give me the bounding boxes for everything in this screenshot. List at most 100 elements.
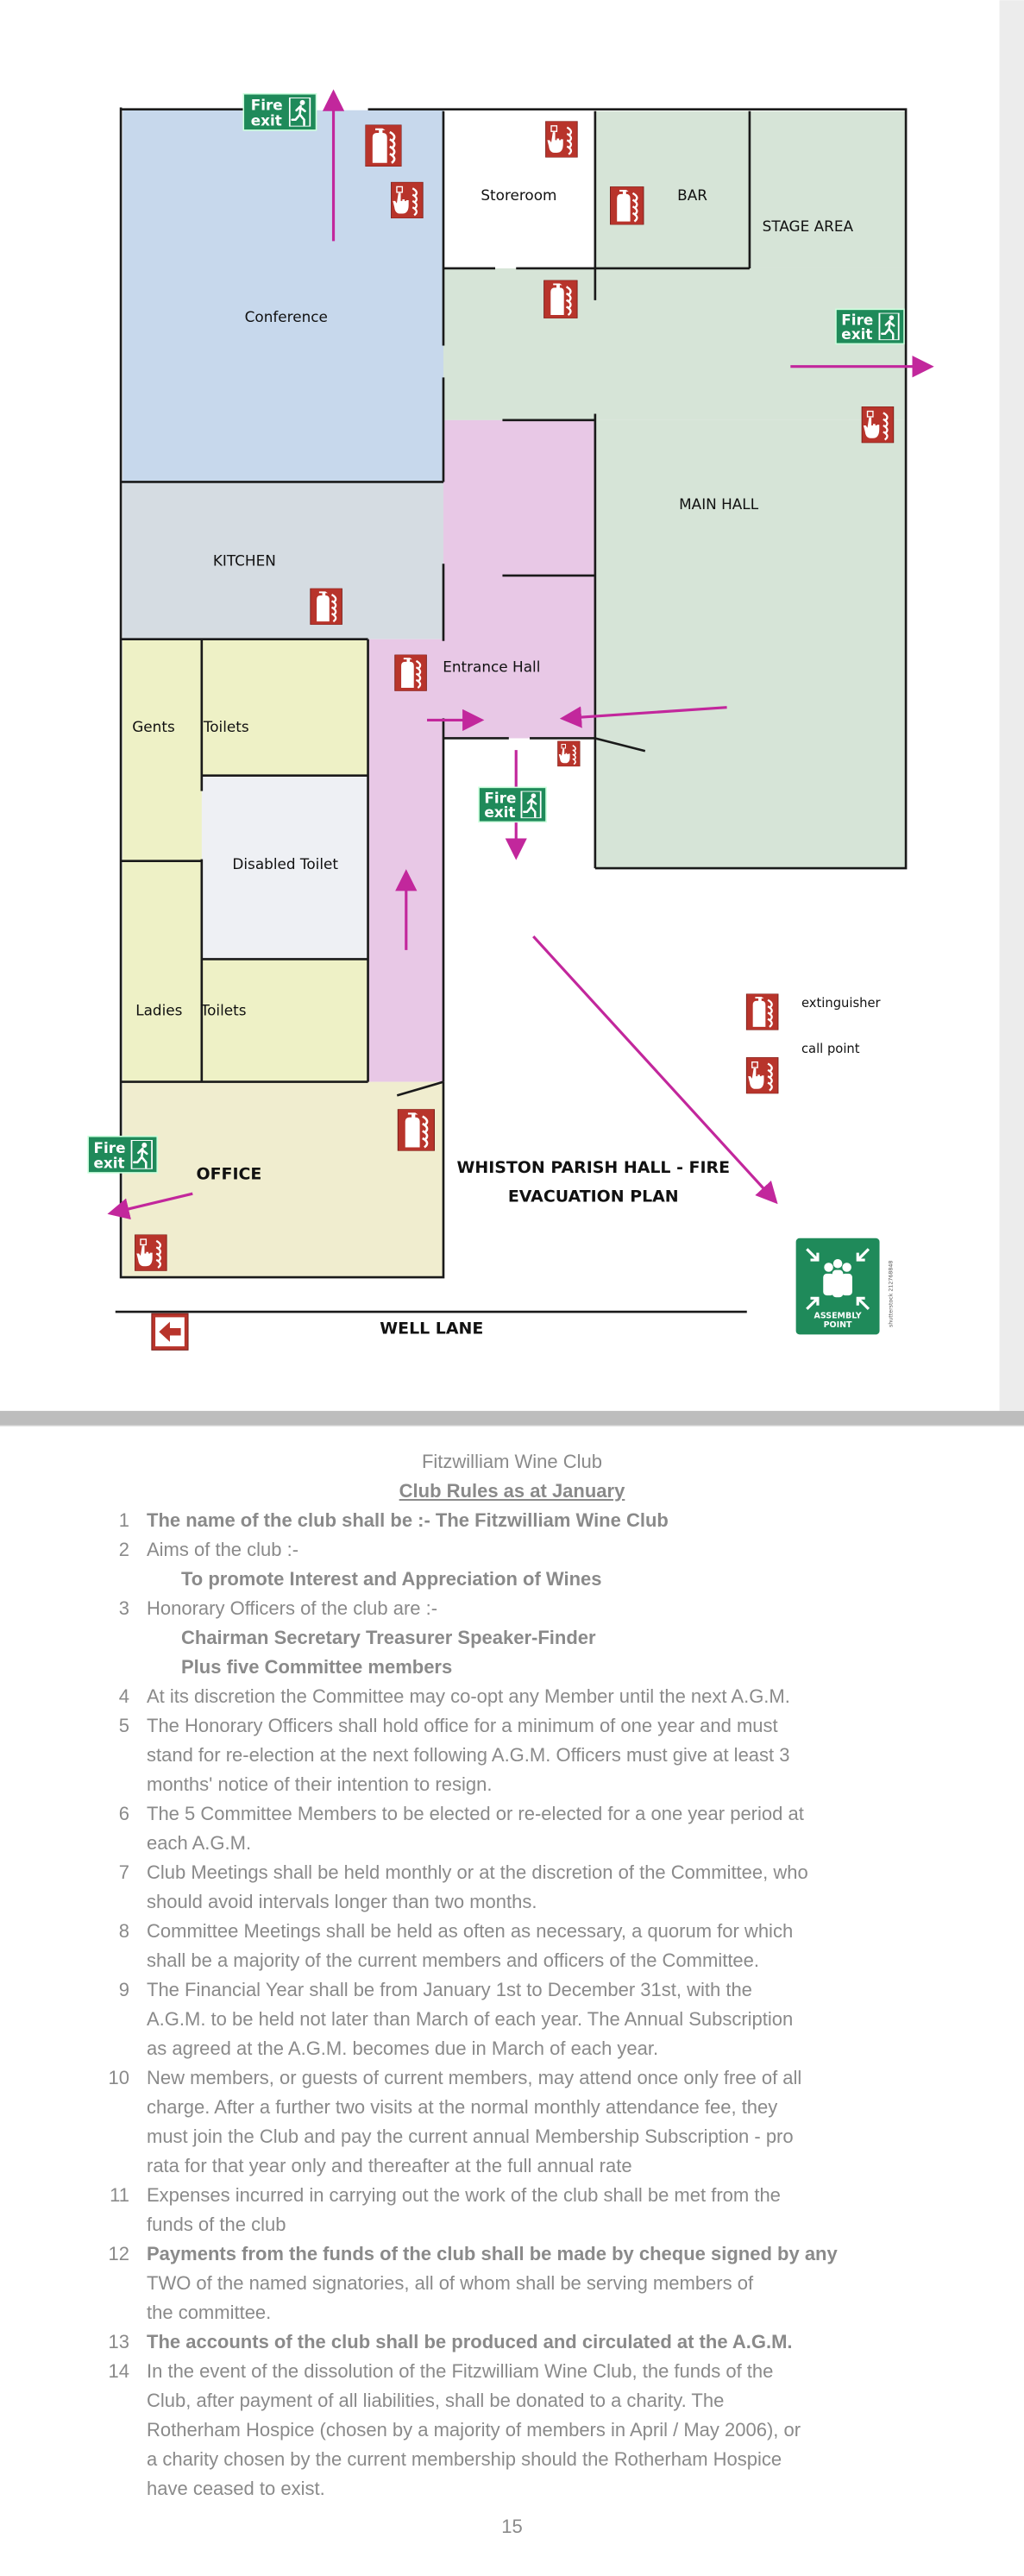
show-through-line: should avoid intervals longer than two m…	[95, 1887, 929, 1917]
show-through-rule-number: 6	[118, 1803, 129, 1824]
route-arrow	[107, 1192, 193, 1220]
fire-exit-sign: Fire exit	[478, 786, 547, 823]
show-through-rule-number: 14	[108, 2360, 129, 2382]
plan-title-line2: EVACUATION PLAN	[508, 1187, 679, 1206]
show-through-rule-number	[95, 1741, 129, 1770]
fire-extinguisher-icon	[393, 654, 428, 691]
show-through-rule-number: 1	[118, 1509, 129, 1531]
show-through-line-text: The accounts of the club shall be produc…	[147, 2331, 793, 2352]
legend-call-point-label: call point	[801, 1042, 860, 1056]
show-through-rule-number	[95, 2005, 129, 2034]
show-through-rule-number	[95, 1946, 129, 1975]
show-through-line-text: New members, or guests of current member…	[147, 2067, 802, 2088]
show-through-line-text: Club, after payment of all liabilities, …	[147, 2390, 725, 2411]
conference-area	[123, 110, 443, 482]
fire-exit-sign: Fire exit	[242, 92, 317, 131]
call-point-icon	[134, 1234, 168, 1271]
room-label-stage: STAGE AREA	[763, 217, 854, 235]
show-through-line-text: rata for that year only and thereafter a…	[147, 2155, 632, 2176]
svg-text:Fire: Fire	[93, 1139, 125, 1156]
show-through-line: rata for that year only and thereafter a…	[95, 2151, 929, 2181]
show-through-line: funds of the club	[95, 2210, 929, 2239]
show-through-line: 12 Payments from the funds of the club sh…	[95, 2239, 929, 2269]
show-through-rule-number	[95, 2386, 129, 2415]
show-through-line-text: the committee.	[147, 2302, 272, 2323]
show-through-line: Rotherham Hospice (chosen by a majority …	[95, 2415, 929, 2445]
show-through-rule-number	[95, 2415, 129, 2445]
show-through-line: A.G.M. to be held not later than March o…	[95, 2005, 929, 2034]
plan-title-line1: WHISTON PARISH HALL - FIRE	[456, 1158, 730, 1177]
show-through-line-text: Plus five Committee members	[181, 1656, 453, 1678]
show-through-rule-number: 7	[118, 1861, 129, 1883]
show-through-rule-number	[95, 2093, 129, 2122]
show-through-line-text: TWO of the named signatories, all of who…	[147, 2272, 754, 2294]
show-through-subheading: Club Rules as at January	[399, 1480, 625, 1502]
scan-edge	[0, 1410, 1024, 1426]
legend-extinguisher-label: extinguisher	[801, 996, 882, 1011]
show-through-line: stand for re-election at the next follow…	[95, 1741, 929, 1770]
show-through-line: Plus five Committee members	[95, 1653, 929, 1682]
show-through-line: Chairman Secretary Treasurer Speaker-Fin…	[95, 1623, 929, 1653]
show-through-rule-number: 5	[118, 1715, 129, 1736]
show-through-line-text: must join the Club and pay the current a…	[147, 2126, 794, 2147]
show-through-line-text: funds of the club	[147, 2214, 286, 2235]
show-through-line-text: Club Meetings shall be held monthly or a…	[147, 1861, 808, 1883]
room-label-main-hall: MAIN HALL	[679, 495, 759, 513]
legend-extinguisher-icon	[745, 993, 780, 1030]
show-through-rule-number	[95, 1829, 129, 1858]
svg-text:exit: exit	[484, 803, 515, 821]
show-through-line-text: The Financial Year shall be from January…	[147, 1979, 752, 2000]
walls	[115, 107, 908, 1313]
show-through-line-text: a charity chosen by the current membersh…	[147, 2448, 782, 2470]
show-through-rule-number	[95, 2034, 129, 2063]
show-through-line-text: To promote Interest and Appreciation of …	[181, 1568, 602, 1590]
room-fills	[123, 110, 907, 1278]
fire-extinguisher-icon	[543, 280, 579, 318]
show-through-line-text: Committee Meetings shall be held as ofte…	[147, 1920, 794, 1942]
show-through-line-text: At its discretion the Committee may co-o…	[147, 1685, 790, 1707]
show-through-line: months' notice of their intention to res…	[95, 1770, 929, 1799]
show-through-rule-number: 2	[118, 1539, 129, 1560]
show-through-line-text: Aims of the club :-	[147, 1539, 299, 1560]
call-point-icon	[556, 740, 581, 767]
svg-text:POINT: POINT	[824, 1320, 852, 1330]
show-through-line: 7 Club Meetings shall be held monthly or …	[95, 1858, 929, 1887]
show-through-rule-number	[95, 2474, 129, 2504]
fire-exit-sign: Fire exit	[87, 1136, 159, 1174]
escape-routes	[107, 89, 934, 1220]
show-through-rule-number	[95, 2122, 129, 2151]
show-through-rule-number	[95, 1887, 129, 1917]
show-through-line: TWO of the named signatories, all of who…	[95, 2269, 929, 2298]
room-label-storeroom: Storeroom	[481, 186, 556, 204]
office-area	[123, 1081, 443, 1278]
fire-extinguisher-icon	[309, 588, 343, 625]
converging-arrows-icon	[806, 1248, 870, 1311]
main-hall-area	[594, 419, 907, 869]
show-through-rule-number: 12	[108, 2243, 129, 2264]
show-through-line: To promote Interest and Appreciation of …	[95, 1565, 929, 1594]
show-through-line-text: as agreed at the A.G.M. becomes due in M…	[147, 2037, 659, 2059]
show-through-page-number: 15	[501, 2516, 523, 2537]
room-label-kitchen: KITCHEN	[213, 551, 276, 569]
show-through-line: each A.G.M.	[95, 1829, 929, 1858]
assembly-point-sign: ASSEMBLY POINT	[795, 1238, 880, 1335]
show-through-line-text: Payments from the funds of the club shal…	[147, 2243, 838, 2264]
show-through-rule-number	[95, 2298, 129, 2327]
show-through-line-text: shall be a majority of the current membe…	[147, 1949, 760, 1971]
show-through-rule-number	[95, 1623, 129, 1653]
street-label: WELL LANE	[380, 1319, 483, 1338]
show-through-line: as agreed at the A.G.M. becomes due in M…	[95, 2034, 929, 2063]
legend-call-point-icon	[745, 1057, 780, 1094]
show-through-line: a charity chosen by the current membersh…	[95, 2445, 929, 2474]
corridor-area	[368, 639, 443, 1082]
upper-hall-area	[443, 268, 907, 420]
svg-text:Fire: Fire	[251, 97, 283, 114]
show-through-line: shall be a majority of the current membe…	[95, 1946, 929, 1975]
route-arrow	[559, 706, 727, 728]
people-icon	[823, 1258, 852, 1298]
